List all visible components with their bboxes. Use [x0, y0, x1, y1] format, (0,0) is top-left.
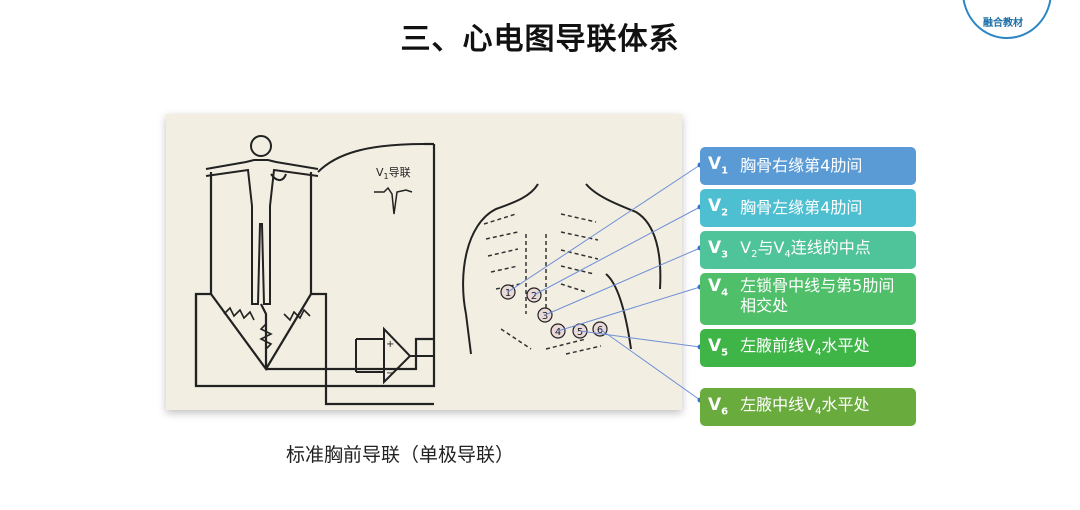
- electrode-1: 1: [505, 288, 511, 299]
- figure-drawing: + − V1导联 1 2: [194, 135, 662, 406]
- lead-desc-v5: 左腋前线V4水平处: [740, 336, 870, 359]
- lead-code-v5: V5: [708, 336, 729, 359]
- page-title: 三、心电图导联体系: [400, 22, 680, 57]
- torso-icon: [462, 183, 662, 355]
- lead-label-v4: V4 左锁骨中线与第5肋间相交处: [700, 273, 916, 325]
- electrode-4: 4: [555, 327, 561, 338]
- badge-text: 融合教材: [983, 18, 1023, 29]
- lead-label-v2: V2 胸骨左缘第4肋间: [700, 189, 916, 227]
- lead-code-v2: V2: [708, 196, 729, 219]
- v1-waveform-icon: [374, 186, 413, 215]
- badge-logo: [962, 0, 1052, 39]
- electrode-5: 5: [577, 327, 583, 338]
- amp-minus: −: [386, 368, 394, 379]
- electrode-6: 6: [597, 325, 603, 336]
- lead-code-v1: V1: [708, 154, 729, 177]
- lead-desc-v1: 胸骨右缘第4肋间: [740, 156, 863, 175]
- v1-lead-label: V1导联: [376, 166, 411, 181]
- lead-label-v1: V1 胸骨右缘第4肋间: [700, 147, 916, 185]
- lead-label-v6: V6 左腋中线V4水平处: [700, 388, 916, 426]
- lead-desc-v6: 左腋中线V4水平处: [740, 395, 870, 418]
- lead-label-v3: V3 V2与V4连线的中点: [700, 231, 916, 269]
- electrode-2: 2: [531, 291, 537, 302]
- lead-code-v6: V6: [708, 395, 729, 418]
- lead-label-v5: V5 左腋前线V4水平处: [700, 329, 916, 367]
- lead-desc-v2: 胸骨左缘第4肋间: [740, 198, 863, 217]
- lead-code-v3: V3: [708, 238, 729, 261]
- lead-desc-v4: 左锁骨中线与第5肋间相交处: [740, 276, 895, 315]
- amp-plus: +: [386, 339, 394, 350]
- figure-caption: 标准胸前导联（单极导联）: [286, 444, 515, 466]
- amplifier-icon: [355, 326, 434, 385]
- human-figure-icon: [205, 135, 425, 305]
- lead-desc-v3: V2与V4连线的中点: [740, 238, 871, 261]
- electrode-3: 3: [542, 311, 548, 322]
- lead-code-v4: V4: [708, 276, 729, 299]
- wiring-icon: [194, 142, 436, 406]
